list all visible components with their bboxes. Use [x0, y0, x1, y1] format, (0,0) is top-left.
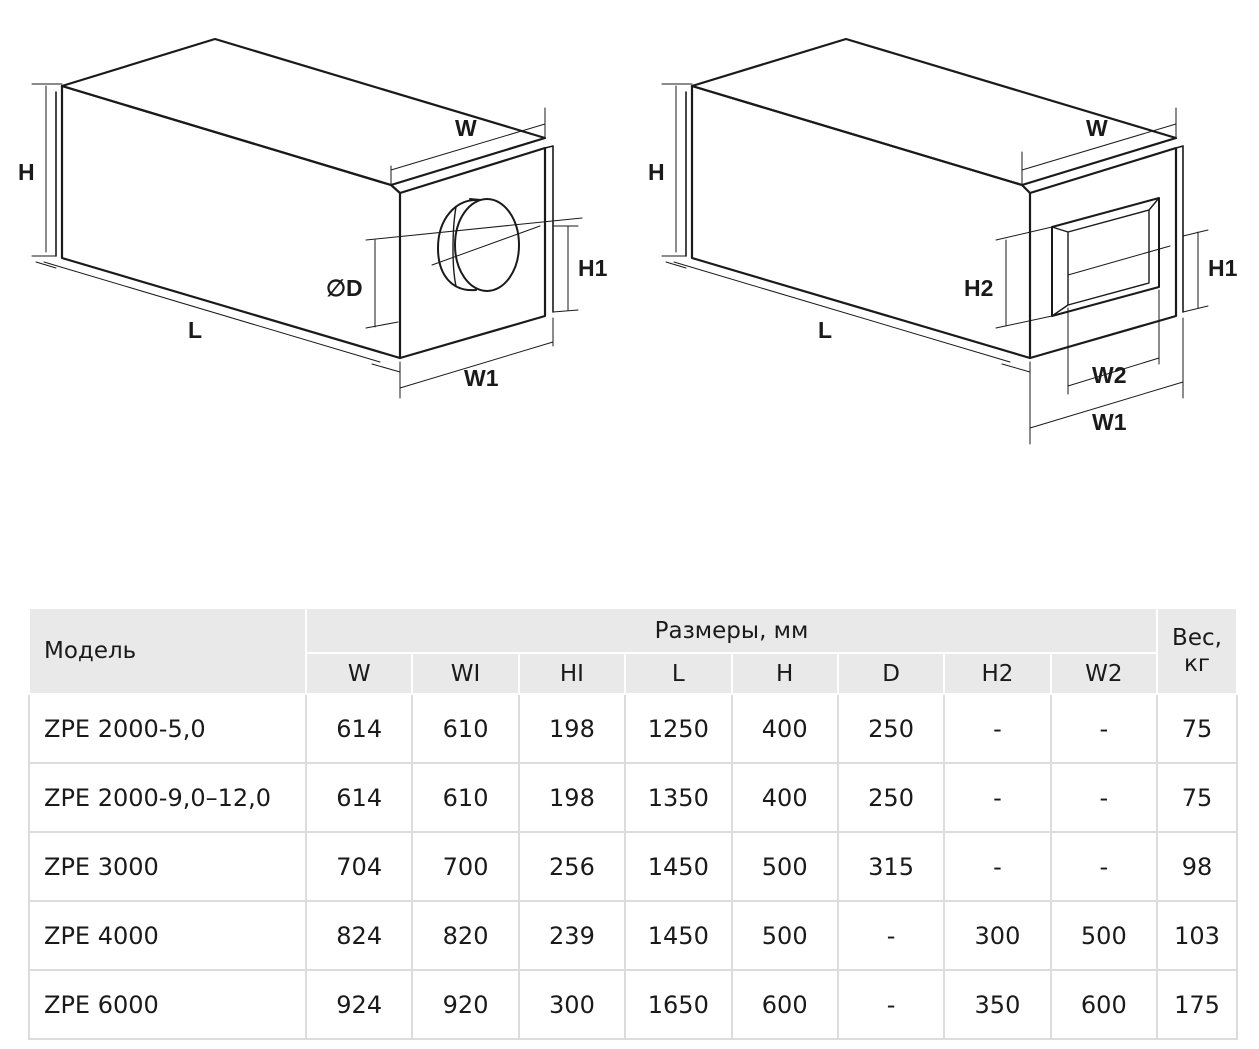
right-label-l: L	[818, 317, 832, 343]
cell-h2: 300	[943, 900, 1052, 971]
row-model: ZPE 4000	[28, 900, 307, 971]
cell-w1: 610	[411, 762, 520, 833]
cell-w2: -	[1049, 831, 1159, 902]
cell-l: 1650	[624, 969, 733, 1040]
cell-h: 600	[730, 969, 839, 1040]
header-col-h: H	[730, 652, 839, 695]
cell-d: 250	[836, 693, 946, 764]
right-rect-flange-face	[1051, 197, 1160, 317]
cell-w2: 500	[1049, 900, 1159, 971]
table-row: ZPE 6000 924 920 300 1650 600 - 350 600 …	[28, 969, 1238, 1040]
cell-h: 500	[730, 831, 839, 902]
right-label-w2: W2	[1092, 362, 1127, 388]
cell-h1: 198	[517, 693, 627, 764]
cell-w: 924	[304, 969, 414, 1040]
cell-h1: 256	[517, 831, 627, 902]
cell-h1: 239	[517, 900, 627, 971]
header-col-w1: WI	[411, 652, 520, 695]
right-box-drawing	[661, 37, 1209, 445]
cell-w2: -	[1049, 762, 1159, 833]
dimension-drawings: W H ∅D H1 L W1 W H H2 H1 L W2 W1	[18, 37, 1238, 445]
cell-h: 400	[730, 693, 839, 764]
header-weight: Вес, кг	[1156, 607, 1238, 695]
left-label-h1: H1	[578, 255, 608, 281]
left-box-drawing	[31, 37, 583, 399]
cell-l: 1350	[624, 762, 733, 833]
left-label-d: ∅D	[326, 275, 363, 301]
right-box-top	[690, 37, 1178, 187]
left-label-w: W	[455, 115, 477, 141]
header-col-h1: HI	[517, 652, 627, 695]
cell-weight: 75	[1156, 693, 1238, 764]
cell-weight: 75	[1156, 762, 1238, 833]
table-row: ZPE 4000 824 820 239 1450 500 - 300 500 …	[28, 900, 1238, 971]
header-col-w2: W2	[1049, 652, 1159, 695]
cell-h2: -	[943, 762, 1052, 833]
cell-l: 1450	[624, 900, 733, 971]
left-round-spigot-body	[437, 198, 481, 292]
header-model: Модель	[28, 607, 307, 695]
cell-d: 250	[836, 762, 946, 833]
cell-w1: 920	[411, 969, 520, 1040]
cell-h2: -	[943, 693, 1052, 764]
row-model: ZPE 2000-5,0	[28, 693, 307, 764]
cell-h1: 300	[517, 969, 627, 1040]
cell-w1: 820	[411, 900, 520, 971]
row-model: ZPE 2000-9,0–12,0	[28, 762, 307, 833]
cell-w1: 700	[411, 831, 520, 902]
right-label-w1: W1	[1092, 409, 1127, 435]
cell-w: 824	[304, 900, 414, 971]
right-label-w: W	[1086, 115, 1108, 141]
cell-d: -	[836, 969, 946, 1040]
cell-w: 614	[304, 762, 414, 833]
cell-w: 704	[304, 831, 414, 902]
left-box-top	[60, 37, 547, 187]
dimensions-table: Модель Размеры, мм Вес, кг W WI HI L H D…	[28, 607, 1238, 1040]
left-label-h: H	[18, 159, 35, 185]
right-label-h: H	[648, 159, 665, 185]
cell-h2: 350	[943, 969, 1052, 1040]
cell-weight: 175	[1156, 969, 1238, 1040]
header-col-h2: H2	[943, 652, 1052, 695]
header-dimensions: Размеры, мм	[305, 607, 1158, 654]
cell-weight: 98	[1156, 831, 1238, 902]
header-col-l: L	[624, 652, 733, 695]
cell-d: 315	[836, 831, 946, 902]
cell-w2: -	[1049, 693, 1159, 764]
cell-l: 1250	[624, 693, 733, 764]
right-label-h2: H2	[964, 275, 993, 301]
cell-w: 614	[304, 693, 414, 764]
cell-h2: -	[943, 831, 1052, 902]
cell-weight: 103	[1156, 900, 1238, 971]
row-model: ZPE 3000	[28, 831, 307, 902]
left-round-spigot-face	[454, 198, 520, 292]
table-row: ZPE 2000-9,0–12,0 614 610 198 1350 400 2…	[28, 762, 1238, 833]
cell-d: -	[836, 900, 946, 971]
header-col-w: W	[304, 652, 414, 695]
row-model: ZPE 6000	[28, 969, 307, 1040]
cell-h: 400	[730, 762, 839, 833]
table-row: ZPE 2000-5,0 614 610 198 1250 400 250 - …	[28, 693, 1238, 764]
cell-w1: 610	[411, 693, 520, 764]
cell-l: 1450	[624, 831, 733, 902]
cell-h1: 198	[517, 762, 627, 833]
left-label-w1: W1	[464, 365, 499, 391]
right-label-h1: H1	[1208, 255, 1238, 281]
left-label-l: L	[188, 317, 202, 343]
cell-h: 500	[730, 900, 839, 971]
cell-w2: 600	[1049, 969, 1159, 1040]
header-col-d: D	[836, 652, 946, 695]
table-row: ZPE 3000 704 700 256 1450 500 315 - - 98	[28, 831, 1238, 902]
